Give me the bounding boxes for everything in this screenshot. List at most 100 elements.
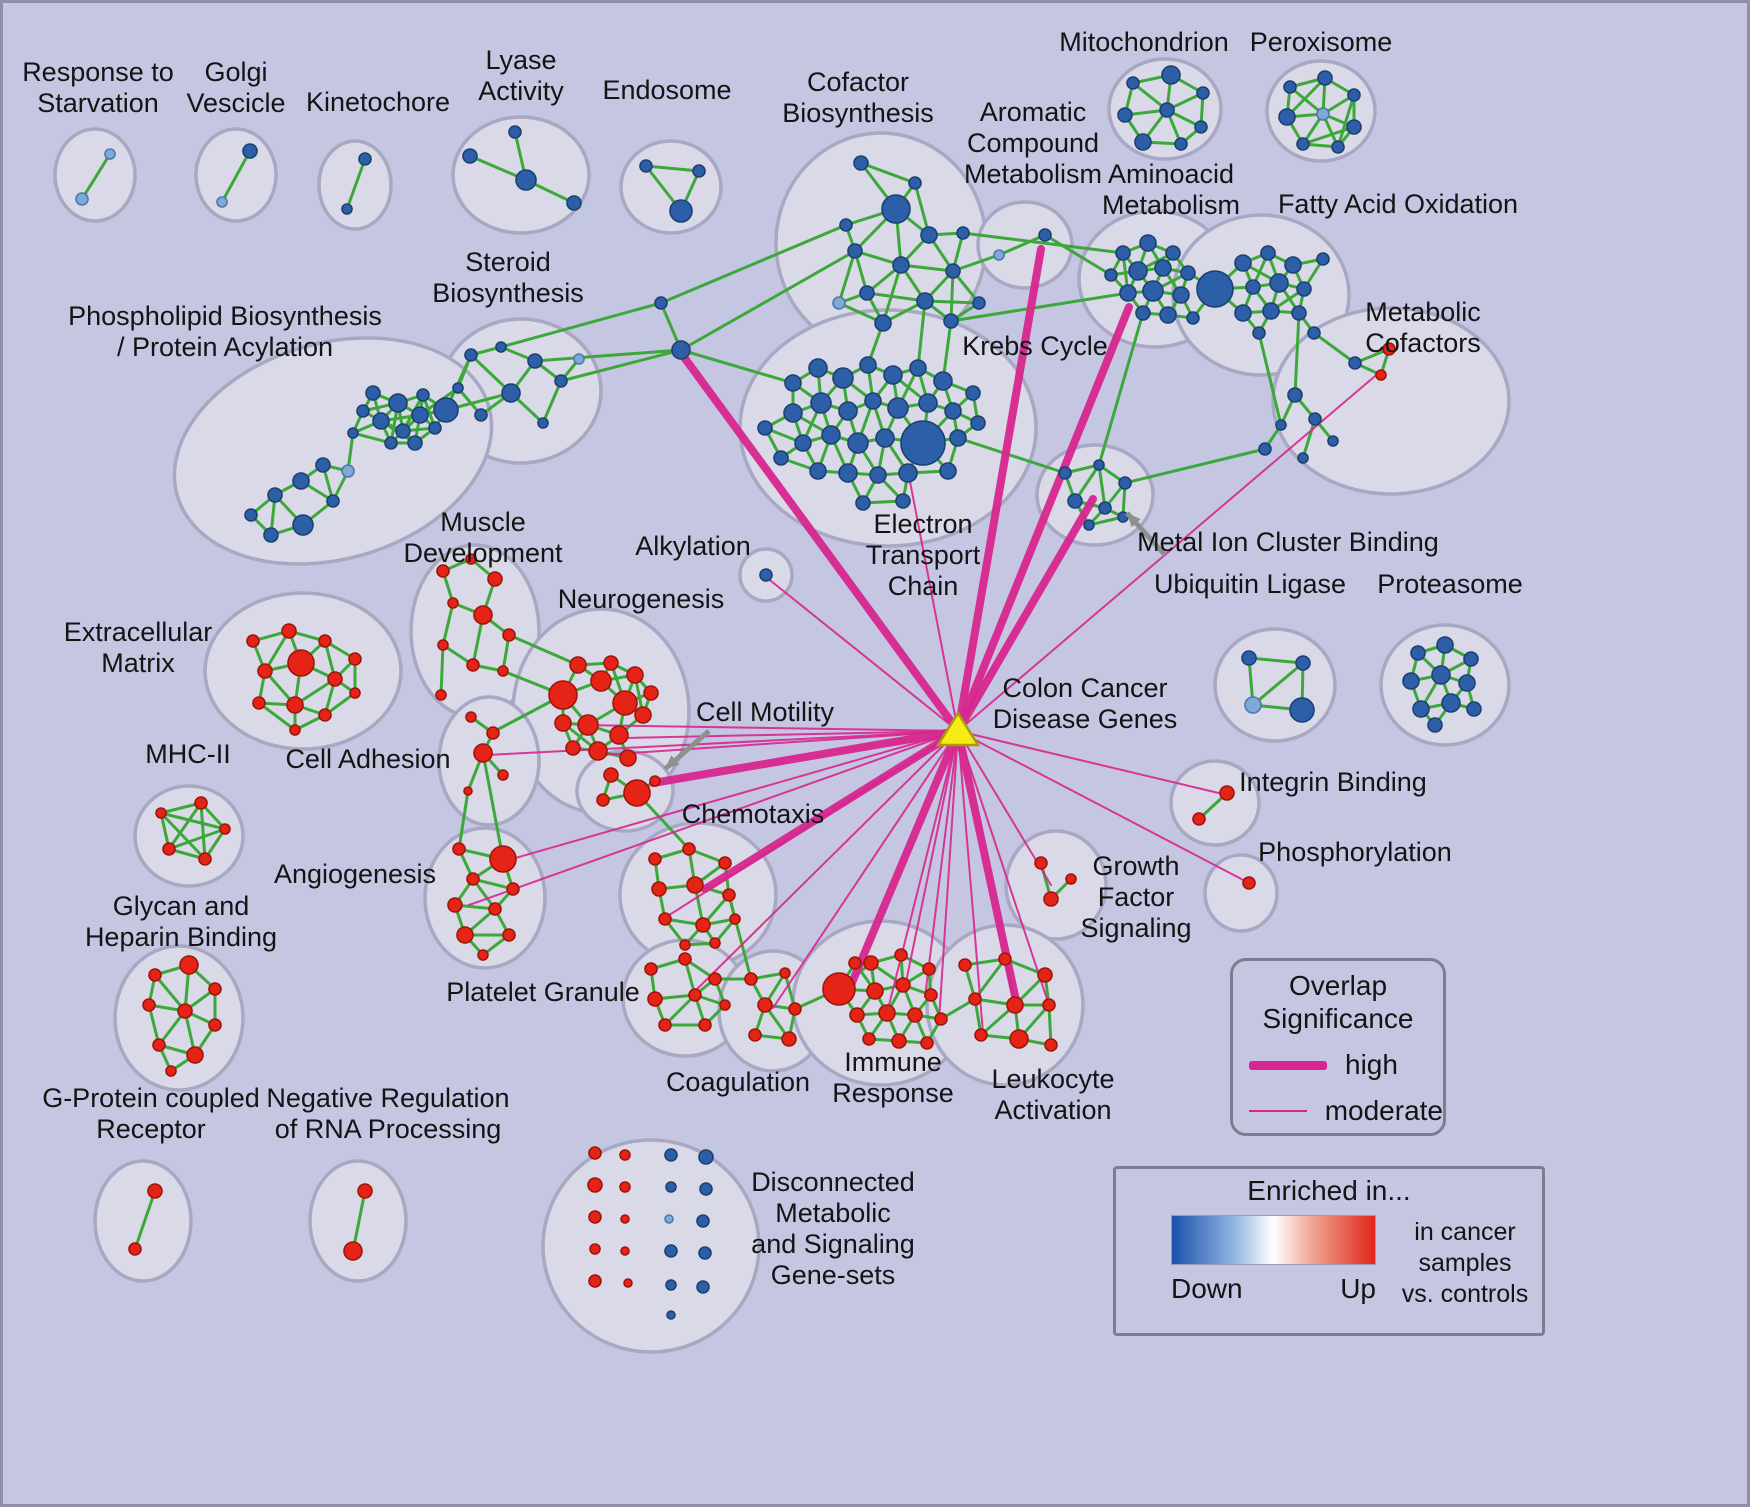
cluster-angiogenesis-bubble [423,826,547,970]
gene-set-node [1234,254,1252,272]
gene-set-node [920,226,938,244]
gene-set-node [864,392,882,410]
gene-set-node [198,852,212,866]
inter-cluster-edge [1097,311,1145,467]
gene-set-node [679,939,691,951]
edge-mhc-ii [159,811,207,861]
label-cell-motility: Cell Motility [696,697,835,727]
gene-set-node [887,397,909,419]
overlap-edge-moderate [486,730,959,756]
gene-set-node [1044,1038,1058,1052]
cluster-mhc-ii-bubble [133,784,245,888]
overlap-edge-moderate [886,730,959,1014]
gene-set-node [1296,137,1310,151]
gene-set-node [287,649,315,677]
gene-set-node [436,564,450,578]
gene-set-node [1296,281,1312,297]
gene-set-node [1412,700,1430,718]
gene-set-node [1186,311,1200,325]
label-krebs-cycle: Krebs Cycle [962,331,1108,361]
cluster-growth-factor-signaling-bubble [1004,829,1108,941]
overlap-significance-title: Overlap Significance [1233,969,1443,1035]
gene-set-node [619,1149,631,1161]
inter-cluster-edge [727,893,753,981]
gene-set-node [1291,305,1307,321]
overlap-edge-moderate [957,730,1228,796]
gene-set-node [466,872,480,886]
gene-set-node [698,1149,714,1165]
context-line2: samples [1418,1249,1512,1277]
gene-set-node [1038,228,1052,242]
layer-hub [935,710,981,747]
edge-cofactor-biosynthesis [881,263,903,325]
label-cell-adhesion: Cell Adhesion [285,744,450,774]
inter-cluster-edge [1293,311,1301,397]
gene-set-node [1375,369,1387,381]
gene-set-node [1142,280,1164,302]
gene-set-node [933,371,953,391]
gene-set-node [388,393,408,413]
gene-set-node [1252,326,1266,340]
label-coagulation: Coagulation [666,1067,810,1097]
gene-set-node [849,1007,865,1023]
edge-extracellular-matrix [257,701,297,732]
gene-set-node [1244,696,1262,714]
gene-set-node [1427,717,1443,733]
overlap-edge-moderate [938,730,959,1022]
enriched-in-body: Down Up in cancer samples vs. controls [1116,1215,1542,1310]
gene-set-node [1159,306,1177,324]
overlap-edge-moderate [957,730,1050,1006]
gene-set-node [569,656,587,674]
gene-set-node [898,463,918,483]
gene-set-node [162,842,176,856]
gene-set-node [698,1018,712,1032]
gene-set-node [1463,651,1479,667]
gene-set-node [1042,998,1056,1012]
gene-set-node [639,159,653,173]
overlap-moderate-row: moderate [1249,1095,1443,1127]
gene-set-node [788,1002,802,1016]
gene-set-node [286,696,304,714]
gene-set-node [1196,270,1234,308]
gene-set-node [357,1183,373,1199]
gene-set-node [596,793,610,807]
gene-set-node [1058,466,1072,480]
edge-aromatic-compound-metabolism [997,233,1047,257]
label-ubiquitin-ligase: Ubiquitin Ligase [1154,569,1346,599]
gene-set-node [1065,873,1077,885]
edge-response-to-starvation [80,152,112,201]
gene-set-node [515,169,537,191]
gene-set-node [1009,1029,1029,1049]
gene-set-node [347,427,359,439]
layer-nodes [75,65,1482,1320]
gene-set-node [821,425,841,445]
gene-set-node [142,998,156,1012]
gene-set-node [620,1214,630,1224]
layer-arrows [663,511,1167,771]
gene-set-node [647,991,663,1007]
gene-set-node [943,313,959,329]
gene-set-node [658,1018,672,1032]
edge-mhc-ii [167,827,227,851]
gene-set-node [968,992,982,1006]
gene-set-node [1278,108,1296,126]
gene-set-node [1161,65,1181,85]
gene-set-node [619,1181,631,1193]
gene-set-node [435,689,447,701]
edge-muscle-development [441,601,455,647]
gene-set-node [678,952,692,966]
edge-metal-ion-cluster-binding [1097,463,1107,510]
label-mhc-ii: MHC-II [145,739,230,769]
gene-set-node [147,1183,163,1199]
gene-set-node [669,199,693,223]
gene-set-node [1192,812,1206,826]
down-label: Down [1171,1273,1243,1304]
gene-set-node [900,420,946,466]
gene-set-node [892,256,910,274]
gene-set-node [573,353,585,365]
gene-set-node [808,358,828,378]
edge-g-protein-coupled-receptor [133,1189,157,1251]
annotation-arrowhead-cell-motility [665,755,680,769]
